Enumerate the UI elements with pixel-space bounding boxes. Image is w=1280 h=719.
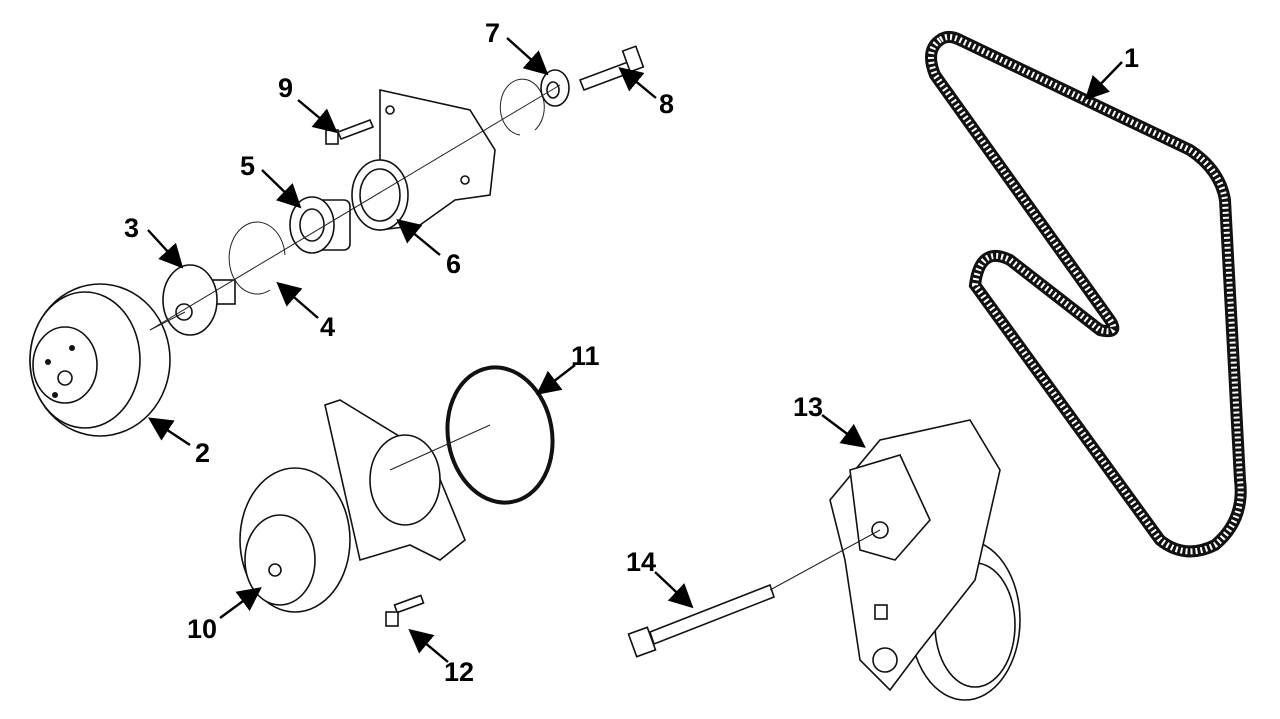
callout-13: 13 [793,392,823,422]
circlip-upper [499,78,545,136]
callout-5: 5 [240,151,255,181]
callout-8: 8 [659,89,674,119]
callout-14: 14 [626,547,656,577]
callout-12: 12 [444,657,474,687]
bearing-housing [351,89,496,231]
callout-1: 1 [1124,43,1139,73]
callout-10: 10 [187,614,217,644]
callout-arrows [147,37,1123,663]
callout-7: 7 [485,18,500,48]
callout-9: 9 [278,73,293,103]
callout-2: 2 [195,438,210,468]
circlip-4 [228,221,286,295]
bolt-12 [385,594,425,627]
callout-6: 6 [446,249,461,279]
bolt-8 [578,45,645,92]
bolt-9 [325,118,375,145]
bearing [289,196,351,254]
callout-11: 11 [571,341,600,371]
serpentine-belt [925,31,1247,558]
pulley [29,283,171,437]
water-pump [239,399,466,613]
belt-tensioner [829,419,1021,701]
callout-4: 4 [320,312,335,342]
o-ring [445,365,555,505]
bolt-14 [627,529,881,658]
callout-3: 3 [124,213,139,243]
